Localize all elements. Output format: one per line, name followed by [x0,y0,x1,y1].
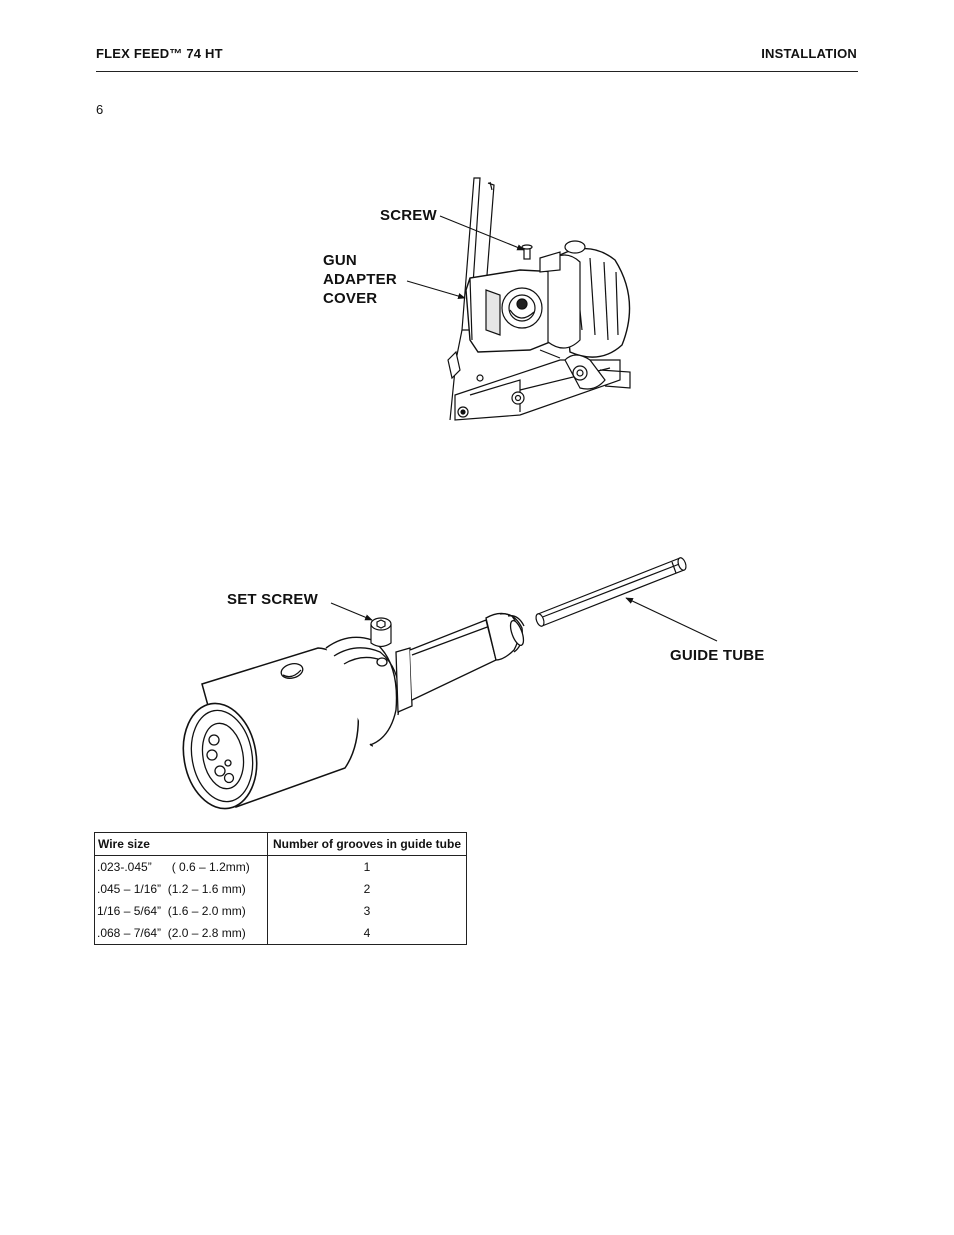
leader-screw [439,215,525,251]
wire-size-grooves-table: Wire size Number of grooves in guide tub… [94,832,467,945]
page-number: 6 [96,102,104,117]
set-screw-drawing [370,617,392,648]
table-row: .045 – 1/16” (1.2 – 1.6 mm) 2 [94,878,467,900]
table-row: 1/16 – 5/64” (1.6 – 2.0 mm) 3 [94,900,467,922]
column-header-wire-size: Wire size [94,832,268,856]
grooves-cell: 2 [363,882,371,896]
leader-set-screw [330,602,373,621]
leader-guide-tube [625,597,718,642]
wire-size-cell: .023-.045” ( 0.6 – 1.2mm) [94,855,268,878]
table-header-row: Wire size Number of grooves in guide tub… [94,832,467,856]
callout-set-screw: SET SCREW [227,591,318,608]
wire-size-cell: .068 – 7/64” (2.0 – 2.8 mm) [94,922,268,945]
guide-tube-drawing [535,557,687,627]
wire-size-cell: .045 – 1/16” (1.2 – 1.6 mm) [94,878,268,900]
table-row: .023-.045” ( 0.6 – 1.2mm) 1 [94,855,467,878]
leader-gun-adapter-cover [406,280,466,300]
header-rule [96,71,858,72]
callout-screw: SCREW [380,207,437,224]
grooves-cell: 3 [363,904,371,918]
grooves-cell: 4 [363,926,371,940]
document-section-title: INSTALLATION [761,46,857,61]
callout-guide-tube: GUIDE TUBE [670,647,765,664]
column-header-grooves: Number of grooves in guide tube [267,832,467,856]
callout-gun-adapter-cover: GUN ADAPTER COVER [323,252,397,307]
gun-adapter-assembly-drawing [447,177,631,421]
gun-adapter-drawing [182,612,525,810]
table-row: .068 – 7/64” (2.0 – 2.8 mm) 4 [94,922,467,945]
wire-size-cell: 1/16 – 5/64” (1.6 – 2.0 mm) [94,900,268,922]
document-header-title: FLEX FEED™ 74 HT [96,46,223,61]
grooves-cell: 1 [363,860,371,874]
